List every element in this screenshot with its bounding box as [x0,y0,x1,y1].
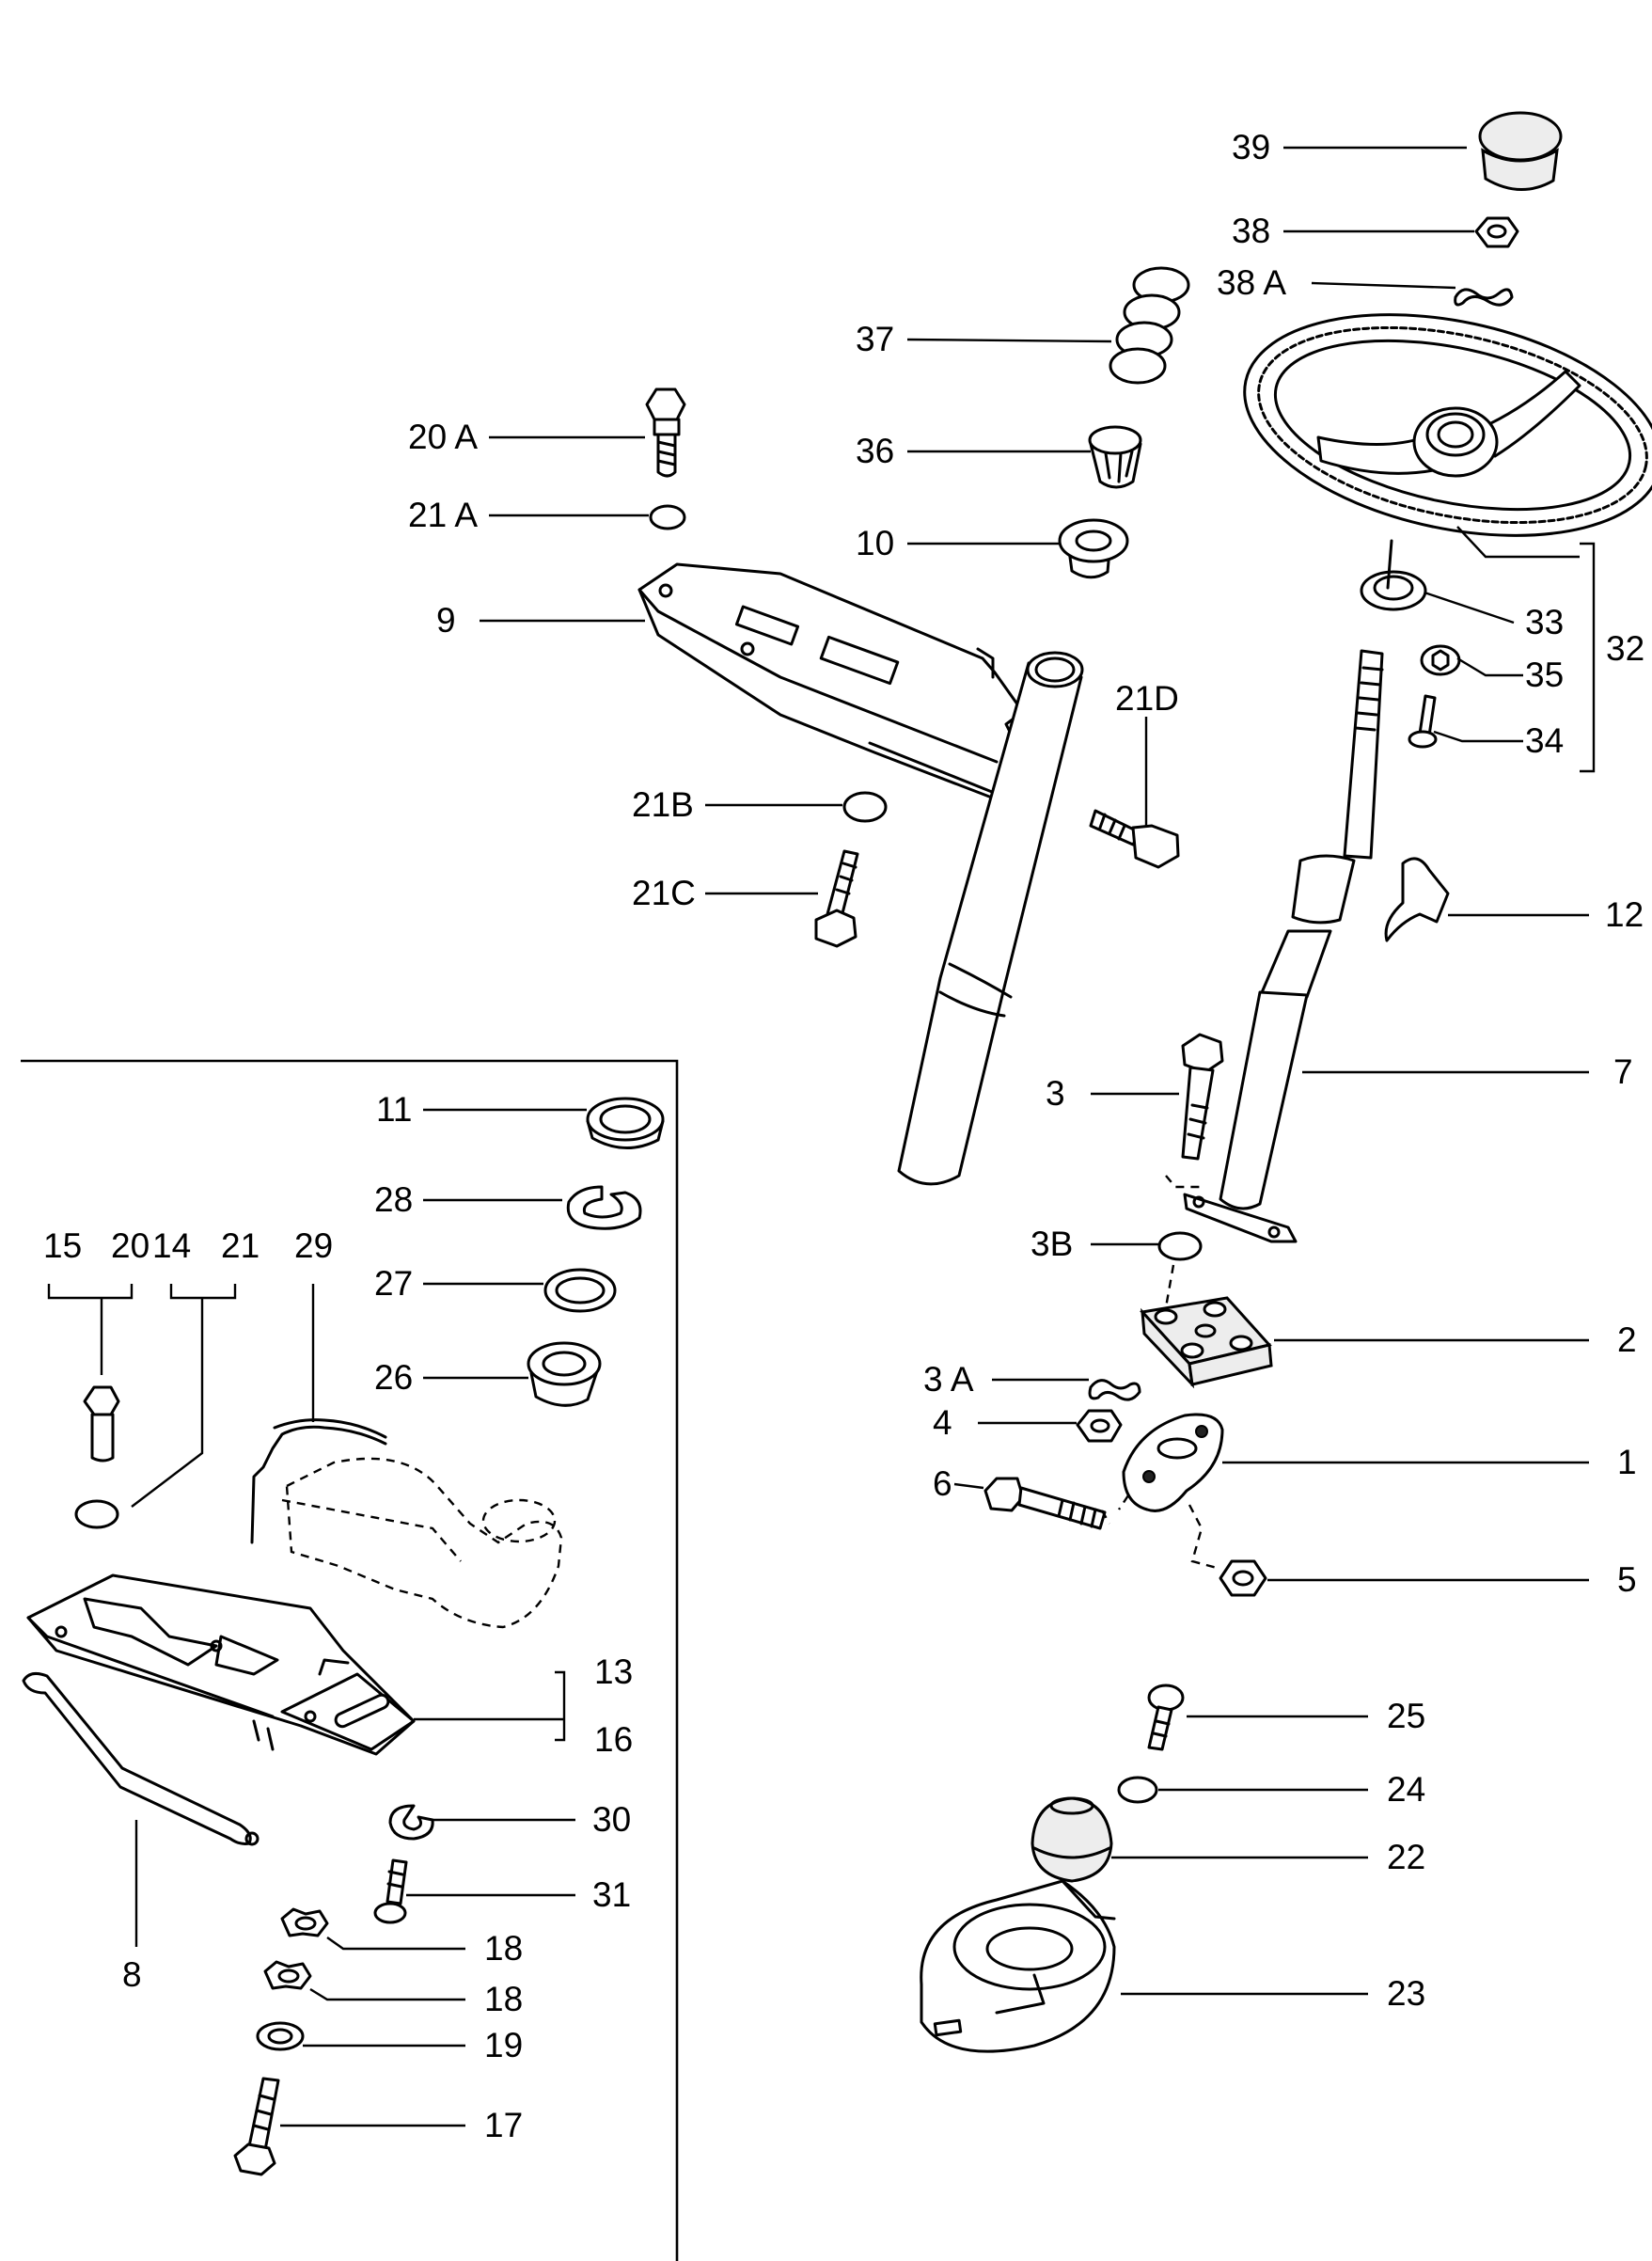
part-22-rubber-boot [1031,1796,1113,1883]
part-35-star-washer [1420,644,1461,676]
callout-24: 24 [1387,1770,1425,1809]
part-20a-bolt [645,387,686,478]
part-6-bolt [983,1477,1107,1530]
part-18-wave-washer-a [280,1907,329,1937]
callout-18-b: 18 [484,1980,523,2018]
callout-21: 21 [221,1226,260,1265]
callout-9: 9 [436,601,456,640]
callout-11: 11 [376,1090,412,1129]
part-9-column-bracket [637,562,1046,830]
callout-39: 39 [1232,128,1270,166]
callout-13: 13 [594,1652,633,1691]
callout-35: 35 [1525,656,1564,694]
part-28-circlip [566,1185,642,1230]
callout-10: 10 [856,524,894,562]
part-33-horn-contact [1360,539,1427,611]
part-8-shift-rod [22,1671,260,1846]
callout-30: 30 [592,1800,631,1839]
part-32-steering-wheel [1243,313,1652,537]
part-outer-column-tube [897,651,1084,1186]
part-31-screw [373,1858,408,1924]
part-12-clip [1384,857,1450,942]
part-18-wave-washer-b [263,1960,312,1990]
callout-3a: 3 A [923,1360,974,1399]
callout-6: 6 [933,1464,952,1503]
callout-8: 8 [122,1955,142,1994]
part-11-retaining-ring [586,1097,665,1149]
part-24-washer [1117,1776,1158,1804]
part-39-horn-cap [1478,111,1563,191]
callout-18-a: 18 [484,1929,523,1968]
part-21d-bolt [1089,809,1180,869]
part-14-washer [74,1499,119,1529]
callout-38: 38 [1232,212,1270,250]
part-21c-bolt [814,849,859,948]
part-29-wire [250,1418,387,1544]
callout-4: 4 [933,1403,952,1442]
callout-7: 7 [1613,1052,1633,1091]
callout-5: 5 [1617,1560,1637,1599]
part-21a-washer [649,504,686,530]
part-21b-washer [842,791,888,823]
inset-frame [21,1059,679,2261]
part-30-clip [388,1804,434,1841]
callout-21d: 21D [1115,679,1179,718]
callout-33: 33 [1525,603,1564,641]
callout-20a: 20 A [408,418,478,456]
part-34-screw [1408,694,1438,749]
part-4-nut [1076,1409,1123,1443]
part-23-column-housing [920,1879,1116,2053]
callout-3b: 3B [1031,1225,1073,1263]
callout-23: 23 [1387,1974,1425,2013]
callout-21b: 21B [632,785,694,824]
callout-32: 32 [1606,629,1644,668]
part-5-nut [1219,1559,1267,1597]
callout-14: 14 [152,1226,191,1265]
callout-37: 37 [856,320,894,358]
callout-1: 1 [1617,1443,1637,1481]
callout-12: 12 [1605,895,1644,934]
part-37-bellows [1109,266,1190,385]
part-15-bolt [83,1385,120,1463]
gear-lever-outline [281,1457,563,1629]
callout-15: 15 [43,1226,82,1265]
callout-26: 26 [374,1358,413,1397]
part-3b-washer [1157,1231,1203,1261]
callout-27: 27 [374,1264,413,1303]
part-3a-lock-washer [1088,1379,1141,1401]
callout-25: 25 [1387,1697,1425,1735]
callout-3: 3 [1046,1074,1065,1113]
callout-38a: 38 A [1217,263,1286,302]
callout-21a: 21 A [408,496,478,534]
part-38-nut [1474,216,1519,248]
callout-19: 19 [484,2026,523,2064]
callout-20: 20 [111,1226,149,1265]
callout-34: 34 [1525,721,1564,760]
callout-36: 36 [856,432,894,470]
part-38a-lock-washer [1454,288,1514,307]
part-26-bush [527,1341,602,1407]
part-3-bolt [1181,1033,1224,1161]
part-7-steering-shaft [1183,649,1384,1243]
part-17-bolt [233,2077,280,2176]
part-2-flexible-coupling [1140,1296,1273,1389]
callout-29: 29 [294,1226,333,1265]
callout-31: 31 [592,1875,631,1914]
callout-16: 16 [594,1720,633,1759]
part-1-coupling-flange [1122,1413,1224,1512]
callout-17: 17 [484,2106,523,2144]
callout-2: 2 [1617,1320,1637,1359]
callout-28: 28 [374,1180,413,1219]
part-13-shift-plate [26,1573,416,1756]
part-36-bush [1088,425,1142,489]
callout-22: 22 [1387,1838,1425,1876]
part-10-bearing-ring [1058,518,1129,579]
part-19-washer [256,2021,305,2051]
part-25-screw [1147,1684,1185,1751]
callout-21c: 21C [632,874,696,912]
part-27-washer [543,1268,617,1313]
